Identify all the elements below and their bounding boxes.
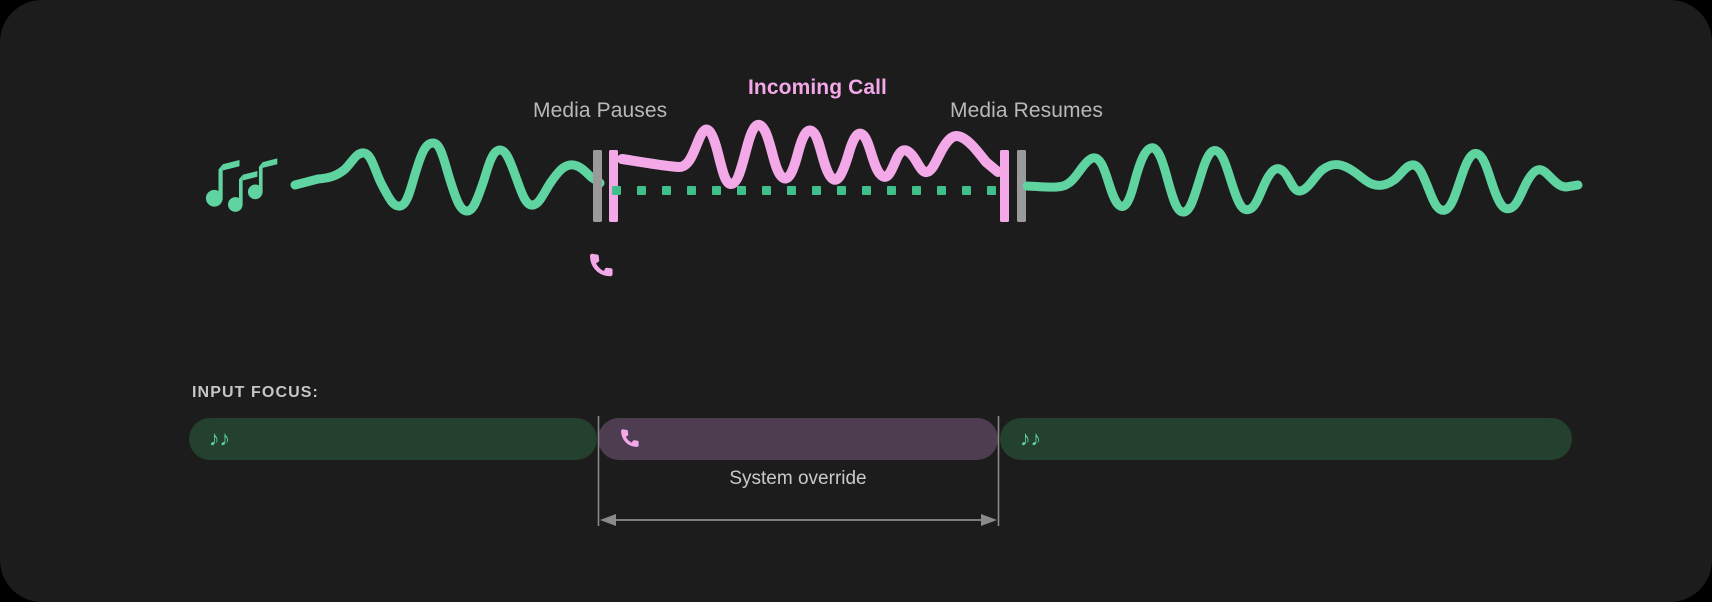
focus-bar-media-after[interactable]: ♪♪ [1000, 418, 1572, 460]
media-pauses-label: Media Pauses [533, 99, 668, 122]
phone-icon [590, 253, 613, 277]
media-waveform-after [1022, 143, 1583, 217]
media-resumes-label: Media Resumes [950, 99, 1104, 122]
resume-marker-gray [1017, 150, 1026, 222]
focus-bar-call[interactable] [598, 418, 998, 460]
system-override-label: System override [729, 468, 867, 489]
call-waveform [617, 119, 1003, 189]
system-override-measure [597, 416, 1000, 526]
override-arrow-head-left [600, 514, 616, 526]
input-focus-title: INPUT FOCUS: [192, 384, 319, 401]
pause-marker-gray [593, 150, 602, 222]
music-notes-icon: ♪♪ [1020, 427, 1041, 451]
music-notes-icon [205, 158, 278, 212]
resume-marker-pink [1000, 150, 1009, 222]
input-focus-section: INPUT FOCUS: ♪♪ ♪♪ System override [0, 330, 1712, 602]
music-notes-icon: ♪♪ [209, 427, 230, 451]
incoming-call-label: Incoming Call [748, 76, 887, 99]
audio-timeline: Media Pauses Incoming Call Media Resumes [205, 76, 1583, 277]
focus-bar-media-before[interactable]: ♪♪ [189, 418, 597, 460]
override-arrow-head-right [981, 514, 997, 526]
phone-icon [618, 428, 640, 450]
media-waveform-before [290, 138, 605, 216]
media-muted-dotted-line [612, 186, 996, 195]
